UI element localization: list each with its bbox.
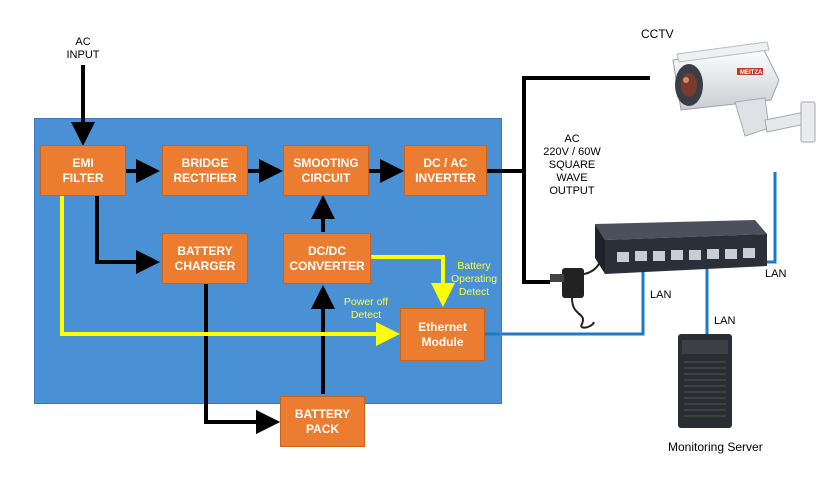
ac-input-label: AC INPUT (66, 36, 100, 61)
cctv-camera-icon: MEITZA (672, 41, 816, 143)
cctv-brand-plate (737, 68, 763, 75)
battery-pack-block: BATTERY PACK (280, 396, 365, 447)
arrow-emi-charger-top (95, 196, 160, 274)
power-off-detect-label: Power off Detect (343, 296, 389, 321)
dc-dc-converter-block: DC/DC CONVERTER (283, 233, 371, 284)
arrow-charger-pack-top (204, 284, 280, 434)
network-switch-icon (595, 220, 767, 274)
smoothing-circuit-block: SMOOTING CIRCUIT (283, 145, 369, 196)
monitoring-server-icon (678, 334, 732, 428)
battery-operating-detect-label: Battery Operating Detect (450, 260, 498, 298)
signal-line-battery-operating-top (370, 255, 455, 307)
battery-charger-block: BATTERY CHARGER (162, 233, 248, 284)
lan-label-server: LAN (714, 315, 736, 327)
signal-line-power-off-top (60, 196, 400, 346)
ac-output-label: AC 220V / 60W SQUARE WAVE OUTPUT (543, 133, 601, 197)
emi-filter-block: EMI FILTER (40, 145, 126, 196)
power-adapter-icon (550, 262, 601, 329)
cctv-label: CCTV (641, 27, 674, 41)
lan-cable-ethernet (485, 268, 645, 336)
ethernet-module-block: Ethernet Module (400, 308, 485, 361)
dc-ac-inverter-block: DC / AC INVERTER (404, 145, 487, 196)
lan-label-cctv: LAN (765, 268, 787, 280)
cctv-brand-text: MEITZA (740, 70, 763, 76)
lan-label-ethernet: LAN (650, 289, 672, 301)
bridge-rectifier-block: BRIDGE RECTIFIER (162, 145, 248, 196)
power-line-to-adapter (522, 171, 550, 284)
monitoring-server-label: Monitoring Server (668, 440, 763, 454)
